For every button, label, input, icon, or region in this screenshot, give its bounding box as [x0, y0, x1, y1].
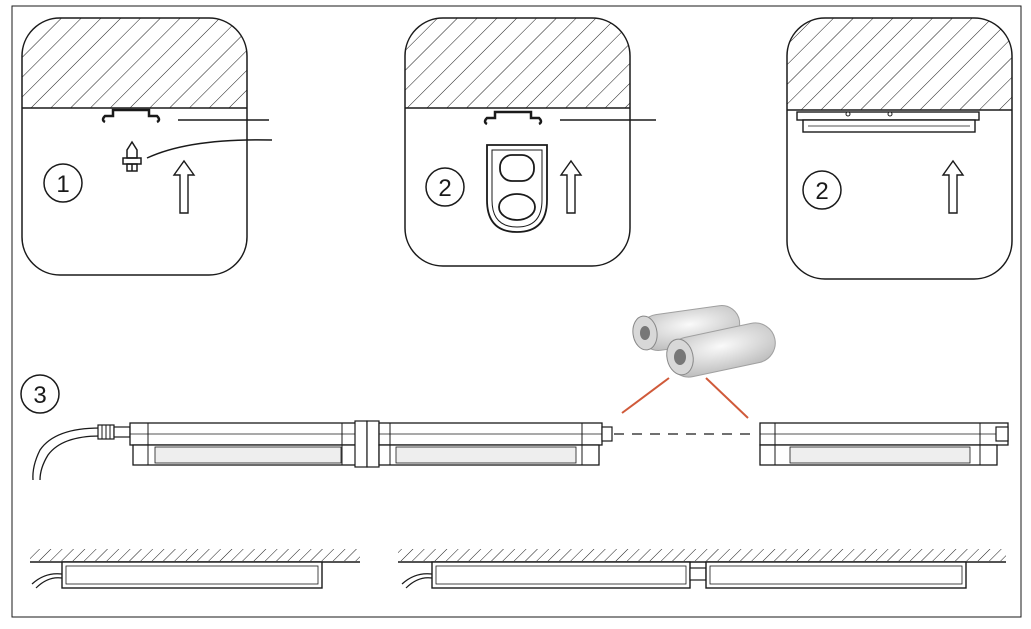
connector-pointer-left — [621, 377, 670, 414]
connector-pointer-right — [705, 377, 749, 419]
ceiling-hatch — [30, 549, 360, 561]
up-arrow-icon — [172, 159, 196, 214]
panel-border — [786, 17, 1013, 280]
screw-icon — [122, 140, 142, 172]
power-cord — [32, 424, 131, 481]
tube-joint — [366, 420, 380, 468]
up-arrow-icon — [559, 159, 583, 214]
ceiling-hatch — [22, 18, 247, 108]
ceiling-hatch — [787, 18, 1012, 110]
panel-border — [404, 17, 631, 267]
step-2-panel-a: 2 — [404, 17, 656, 267]
light-tube-1 — [129, 422, 368, 466]
step-number-circle — [425, 167, 465, 207]
mounting-clip-icon — [101, 108, 161, 124]
step-1-panel: 1 — [21, 17, 273, 276]
panel-border — [21, 17, 248, 276]
mounting-bracket-icon — [486, 144, 548, 233]
step-number: 1 — [56, 171, 69, 198]
ceiling-hatch — [405, 18, 630, 108]
connector-tube-icon — [632, 305, 776, 378]
step-2-panel-b: 2 — [786, 17, 1013, 280]
mounted-chain-view — [398, 549, 1006, 589]
step-number: 2 — [815, 178, 828, 205]
step-number-circle — [802, 170, 842, 210]
mounted-single-view — [30, 549, 360, 589]
step-number-circle — [20, 374, 60, 414]
tube-joint — [354, 420, 368, 468]
light-tube-3 — [759, 422, 1009, 466]
step-number-circle — [43, 163, 83, 203]
mounting-clip-icon — [483, 110, 543, 126]
up-arrow-icon — [941, 159, 965, 214]
leader-line-curve — [146, 139, 273, 159]
step-number: 2 — [438, 175, 451, 202]
outer-frame — [11, 5, 1022, 618]
step-number: 3 — [33, 382, 46, 409]
light-tube-2 — [378, 422, 613, 466]
ceiling-hatch — [398, 549, 1006, 561]
mounted-light-bar — [796, 111, 980, 133]
